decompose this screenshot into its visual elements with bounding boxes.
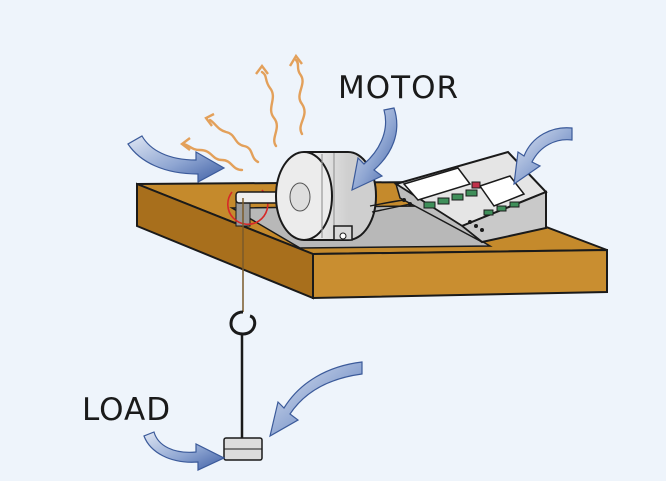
curved-arrow-icon <box>351 107 398 192</box>
wire <box>371 203 411 213</box>
panel-screen-left <box>402 167 472 201</box>
heat-wave-arrowhead <box>204 112 215 127</box>
load-label: LOAD <box>82 392 172 428</box>
load-weight <box>223 437 263 461</box>
heat-wave-arrowhead <box>255 64 269 75</box>
curved-arrow-icon <box>269 361 363 438</box>
heat-wave-arrowhead <box>180 137 191 151</box>
motor-label: MOTOR <box>338 70 460 106</box>
hook <box>229 310 257 336</box>
curved-arrow-icon <box>143 431 226 471</box>
heat-wave-icon <box>182 58 306 172</box>
control-panel <box>393 150 548 244</box>
motor <box>275 151 377 241</box>
table-side-edge <box>136 182 314 300</box>
table-front-edge <box>312 248 608 300</box>
wire <box>369 199 405 207</box>
curved-arrow-icon <box>127 135 226 184</box>
curved-arrow-icon <box>513 127 573 186</box>
heat-wave-arrowhead <box>288 53 303 67</box>
panel-screen-right <box>478 175 526 207</box>
